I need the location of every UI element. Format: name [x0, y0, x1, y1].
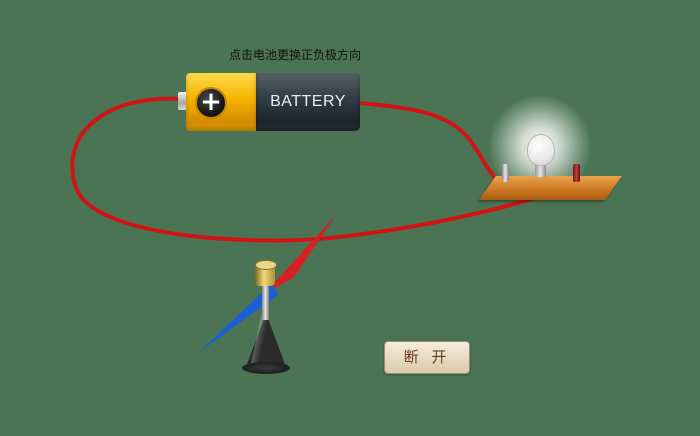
- lamp: [478, 96, 622, 206]
- battery-body: [256, 73, 360, 131]
- toggle-switch-button[interactable]: 断 开: [384, 341, 470, 374]
- battery[interactable]: + BATTERY: [178, 73, 360, 131]
- switch-foot: [242, 362, 290, 374]
- switch-lever-blue: [198, 283, 278, 353]
- battery-terminal-nub: [178, 92, 187, 110]
- lamp-socket: [535, 163, 546, 177]
- switch-pin: [262, 284, 269, 320]
- light-bulb-icon: [527, 134, 555, 166]
- lamp-terminal-left: [502, 164, 509, 182]
- lamp-board: [479, 176, 622, 200]
- instruction-text: 点击电池更换正负极方向: [228, 48, 361, 62]
- wire-battery-to-switch: [70, 96, 600, 243]
- knife-switch-icon[interactable]: [240, 258, 292, 378]
- switch-cap-top: [255, 260, 277, 270]
- plus-icon: +: [195, 87, 227, 119]
- switch-lever-red: [270, 215, 336, 291]
- switch-stand: [246, 313, 286, 367]
- switch-lever[interactable]: [190, 205, 350, 365]
- lamp-terminal-right: [573, 164, 580, 182]
- battery-label: BATTERY: [270, 93, 346, 110]
- wire-battery-to-lamp: [356, 101, 507, 185]
